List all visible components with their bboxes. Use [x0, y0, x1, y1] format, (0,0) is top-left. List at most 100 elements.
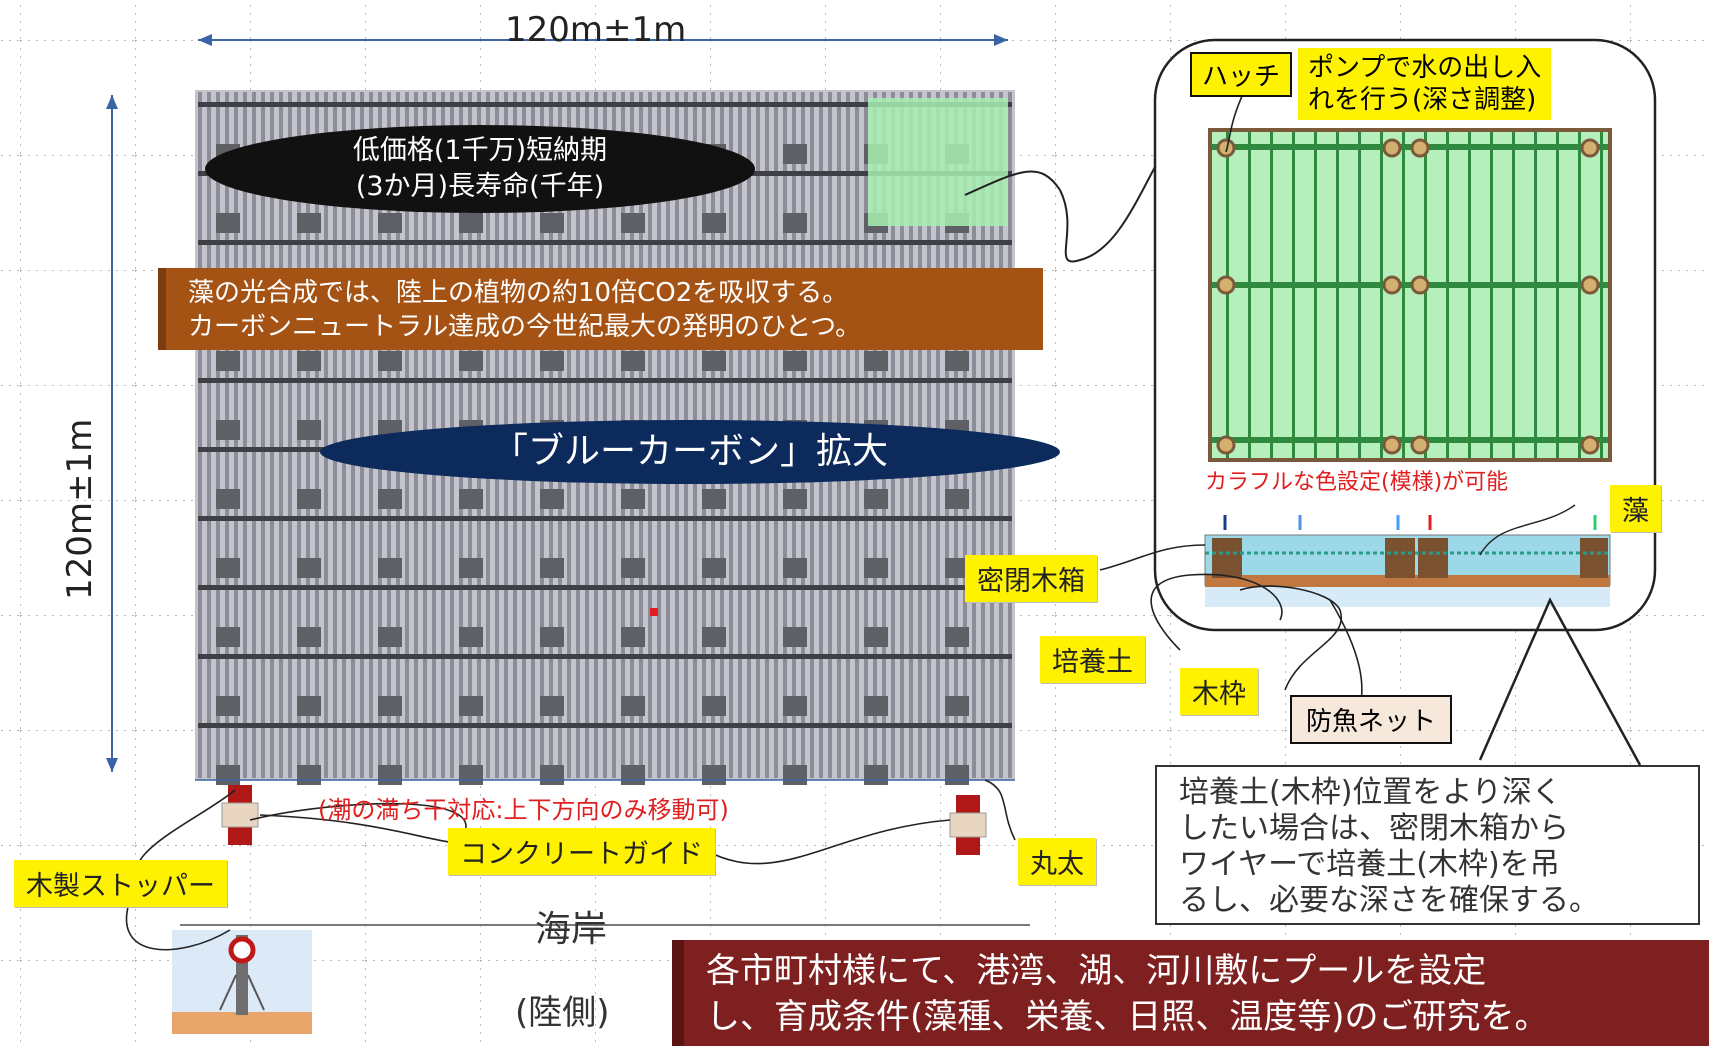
fish-net-text: 防魚ネット — [1306, 707, 1437, 737]
detail-slat — [1336, 132, 1339, 458]
grid-beam — [198, 654, 1012, 659]
grid-slat — [324, 92, 328, 778]
research-line1: 各市町村様にて、港湾、湖、河川敷にプールを設定 — [706, 951, 1487, 991]
grid-node — [864, 351, 888, 371]
grid-node — [540, 627, 564, 647]
detail-slat — [1292, 132, 1295, 458]
grid-node — [216, 765, 240, 785]
fish-net-label: 防魚ネット — [1290, 695, 1453, 744]
grid-node — [945, 351, 969, 371]
grid-node — [945, 765, 969, 785]
grid-node — [621, 696, 645, 716]
grid-node — [378, 765, 402, 785]
detail-cross-section — [1204, 515, 1611, 607]
grid-node — [945, 696, 969, 716]
grid-slat — [252, 92, 256, 778]
detail-plan-view — [1208, 128, 1612, 462]
log-label: 丸太 — [1018, 838, 1096, 885]
grid-node — [459, 558, 483, 578]
grid-node — [864, 696, 888, 716]
detail-slat — [1578, 132, 1581, 458]
grid-slat — [342, 92, 346, 778]
detail-slat — [1226, 132, 1229, 458]
price-banner-line2: (3か月)長寿命(千年) — [355, 171, 605, 202]
grid-node — [459, 765, 483, 785]
grid-slat — [288, 92, 292, 778]
detail-slat — [1402, 132, 1405, 458]
detail-bolt — [1410, 138, 1430, 158]
grid-node — [783, 489, 807, 509]
grid-node — [864, 489, 888, 509]
tide-note: (潮の満ち干対応:上下方向のみ移動可) — [318, 796, 729, 824]
detail-slat — [1446, 132, 1449, 458]
detail-beam — [1212, 282, 1608, 288]
culture-soil-label: 培養土 — [1040, 636, 1145, 683]
colorful-note: カラフルな色設定(模様)が可能 — [1205, 470, 1509, 495]
pump-note: ポンプで水の出し入 れを行う(深さ調整) — [1298, 48, 1552, 120]
grid-slat — [333, 92, 337, 778]
height-dimension-label: 120m±1m — [60, 418, 100, 600]
grid-node — [297, 489, 321, 509]
depth-note-line3: ワイヤーで培養土(木枠)を吊 — [1179, 847, 1560, 882]
grid-node — [783, 765, 807, 785]
width-arrow-left — [198, 34, 212, 46]
detail-connector-line — [964, 139, 1171, 263]
grid-beam — [198, 723, 1012, 728]
detail-slat — [1314, 132, 1317, 458]
depth-note-line4: るし、必要な深さを確保する。 — [1179, 883, 1599, 918]
detail-bolt — [1216, 275, 1236, 295]
detail-bolt — [1382, 138, 1402, 158]
algae-label: 藻 — [1610, 485, 1661, 532]
detail-slat — [1534, 132, 1537, 458]
photosynthesis-line1: 藻の光合成では、陸上の植物の約10倍CO2を吸収する。 — [188, 278, 849, 308]
hatch-label: ハッチ — [1190, 52, 1293, 97]
grid-slat — [261, 92, 265, 778]
detail-bolt — [1410, 435, 1430, 455]
detail-slat — [1248, 132, 1251, 458]
grid-slat — [198, 92, 202, 778]
grid-slat — [351, 92, 355, 778]
grid-node — [864, 627, 888, 647]
research-banner: 各市町村様にて、港湾、湖、河川敷にプールを設定 し、育成条件(藻種、栄養、日照、… — [672, 940, 1709, 1046]
detail-slat — [1556, 132, 1559, 458]
grid-slat — [270, 92, 274, 778]
grid-node — [378, 558, 402, 578]
grid-beam — [198, 102, 1012, 107]
detail-beam — [1212, 437, 1608, 443]
grid-node — [540, 351, 564, 371]
grid-node — [297, 420, 321, 440]
depth-note-line1: 培養土(木枠)位置をより深く — [1179, 775, 1562, 810]
grid-node — [378, 351, 402, 371]
detail-bolt — [1580, 435, 1600, 455]
grid-node — [216, 351, 240, 371]
height-arrow-top — [106, 95, 118, 109]
grid-node — [297, 627, 321, 647]
grid-node — [297, 213, 321, 233]
grid-node — [459, 489, 483, 509]
grid-node — [945, 558, 969, 578]
grid-node — [783, 351, 807, 371]
detail-bolt — [1382, 435, 1402, 455]
detail-slat — [1358, 132, 1361, 458]
grid-node — [702, 489, 726, 509]
grid-node — [378, 213, 402, 233]
detail-slat — [1600, 132, 1603, 458]
depth-note-line2: したい場合は、密閉木箱から — [1179, 811, 1569, 846]
grid-node — [216, 420, 240, 440]
grid-node — [783, 213, 807, 233]
photosynthesis-line2: カーボンニュートラル達成の今世紀最大の発明のひとつ。 — [188, 312, 862, 342]
wood-frame-label: 木枠 — [1180, 668, 1258, 715]
right-stopper-post — [949, 795, 987, 855]
grid-node — [621, 627, 645, 647]
concrete-guide-label: コンクリートガイド — [448, 828, 715, 875]
grid-node — [702, 213, 726, 233]
grid-node — [216, 627, 240, 647]
grid-node — [297, 351, 321, 371]
land-side-inset — [172, 930, 312, 1034]
detail-bolt — [1410, 275, 1430, 295]
grid-node — [945, 627, 969, 647]
grid-node — [540, 696, 564, 716]
grid-beam — [198, 378, 1012, 383]
grid-node — [864, 765, 888, 785]
grid-node — [216, 489, 240, 509]
